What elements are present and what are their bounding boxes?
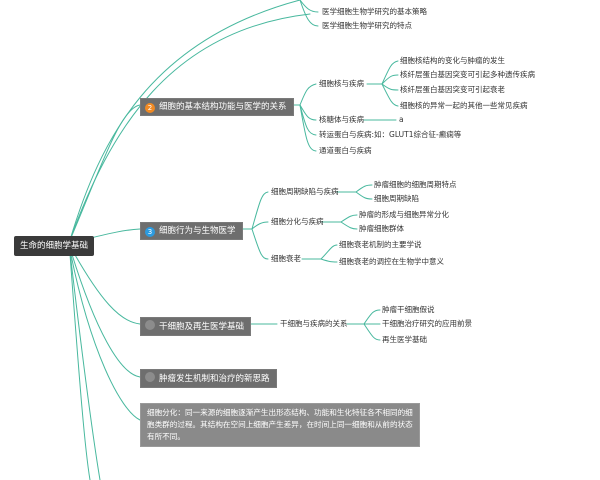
link-b3-cycle: [251, 191, 269, 230]
link-nucleus-3: [381, 83, 399, 91]
node-nucleus-disease[interactable]: 细胞核与疾病: [319, 79, 364, 88]
node-aging-item-2[interactable]: 细胞衰老的调控在生物学中意义: [339, 257, 444, 266]
node-nucleus-item-1[interactable]: 细胞核结构的变化与肿瘤的发生: [400, 56, 505, 65]
branch-label: 肿瘤发生机制和治疗的新思路: [159, 374, 270, 384]
node-nucleus-item-3[interactable]: 核纤层蛋白基因突变可引起衰老: [400, 85, 505, 94]
link-aging-2: [320, 258, 338, 263]
link-cycle-1: [355, 184, 373, 193]
node-nucleus-item-2[interactable]: 核纤层蛋白基因突变可引起多种遗传疾病: [400, 70, 535, 79]
node-cell-cycle-defect[interactable]: 细胞周期缺陷与疾病: [271, 187, 339, 196]
link-cycle-2: [355, 191, 373, 200]
link-root-b5: [69, 247, 141, 378]
link-diff-2: [340, 221, 358, 230]
branch-label: 细胞行为与生物医学: [159, 226, 236, 236]
link-b3-aging: [251, 228, 269, 260]
link-b3-diff: [251, 221, 269, 230]
link-root-more2: [69, 253, 91, 480]
number-badge-icon: [145, 320, 155, 330]
node-top-features[interactable]: 医学细胞生物学研究的特点: [322, 21, 412, 30]
link-top-2: [299, 0, 319, 27]
node-nucleus-item-4[interactable]: 细胞核的异常一起的其他一些常见疾病: [400, 101, 528, 110]
root-topic[interactable]: 生命的细胞学基础: [14, 236, 95, 256]
link-b4-1: [363, 309, 381, 325]
branch-structure-function[interactable]: 2 细胞的基本结构功能与医学的关系: [140, 98, 294, 116]
node-cell-differentiation[interactable]: 细胞分化与疾病: [271, 217, 324, 226]
number-badge-icon: [145, 372, 155, 382]
node-transport-protein[interactable]: 转运蛋白与疾病:如：GLUT1综合征-癫痫等: [319, 130, 462, 139]
link-nucleus-2: [381, 74, 399, 85]
node-channel-protein[interactable]: 通道蛋白与疾病: [319, 146, 372, 155]
link-root-top1: [69, 0, 301, 241]
node-stem-item-3[interactable]: 再生医学基础: [382, 335, 427, 344]
number-badge-icon: 2: [145, 103, 155, 113]
branch-cell-behavior[interactable]: 3 细胞行为与生物医学: [140, 222, 243, 240]
branch-tumor[interactable]: 肿瘤发生机制和治疗的新思路: [140, 369, 277, 388]
node-cycle-item-1[interactable]: 肿瘤细胞的细胞周期特点: [374, 180, 457, 189]
node-ribosome-disease[interactable]: 核糖体与疾病: [319, 115, 364, 124]
node-ribosome-value[interactable]: a: [399, 115, 404, 124]
node-stem-item-2[interactable]: 干细胞治疗研究的应用前景: [382, 319, 472, 328]
link-root-note: [69, 249, 141, 421]
link-aging-1: [320, 244, 338, 260]
node-stem-item-1[interactable]: 肿瘤干细胞假说: [382, 305, 435, 314]
link-top-1: [299, 0, 319, 13]
node-diff-item-2[interactable]: 肿瘤细胞群体: [359, 224, 404, 233]
node-aging-item-1[interactable]: 细胞衰老机制的主要学说: [339, 240, 422, 249]
node-cycle-item-2[interactable]: 细胞周期缺陷: [374, 194, 419, 203]
link-b2-ribosome: [299, 104, 317, 121]
link-diff-1: [340, 214, 358, 223]
link-root-top2: [69, 13, 311, 241]
node-top-strategy[interactable]: 医学细胞生物学研究的基本策略: [322, 7, 427, 16]
link-b4-3: [363, 323, 381, 341]
branch-label: 干细胞及再生医学基础: [159, 322, 245, 332]
link-root-more1: [69, 251, 101, 480]
branch-label: 细胞的基本结构功能与医学的关系: [159, 102, 287, 112]
number-badge-icon: 3: [145, 227, 155, 237]
link-root-b2: [69, 104, 141, 241]
note-cell-differentiation[interactable]: 细胞分化：同一来源的细胞逐渐产生出形态结构、功能和生化特征各不相同的细胞类群的过…: [140, 403, 420, 447]
link-nucleus-4: [381, 83, 399, 107]
link-b2-channel: [299, 104, 317, 152]
node-diff-item-1[interactable]: 肿瘤的形成与细胞异常分化: [359, 210, 449, 219]
branch-stem-cell[interactable]: 干细胞及再生医学基础: [140, 317, 252, 336]
node-stem-disease[interactable]: 干细胞与疾病的关系: [280, 319, 348, 328]
link-root-b4: [69, 245, 141, 325]
node-cell-aging[interactable]: 细胞衰老: [271, 254, 301, 263]
link-nucleus-1: [381, 60, 399, 85]
link-b2-nucleus: [299, 83, 317, 106]
